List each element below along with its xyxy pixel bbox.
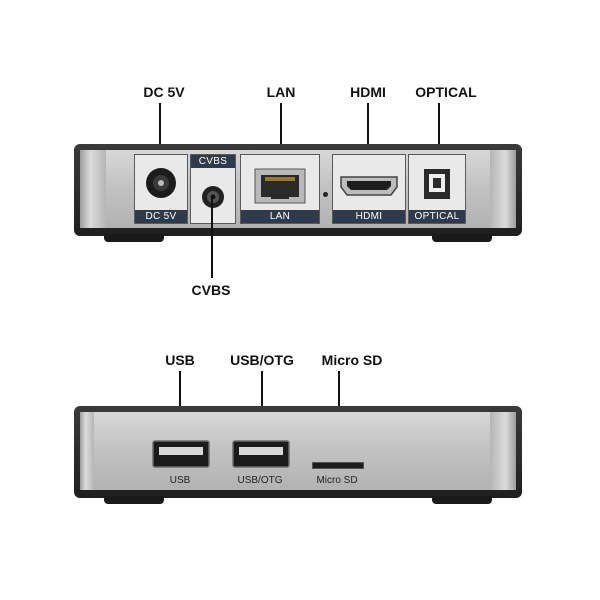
panel-end-left [80,412,94,490]
callout-usb: USB [165,352,195,368]
tag-cvbs: CVBS [191,155,235,168]
dc-port-area: DC 5V [134,154,188,224]
hdmi-port-icon [340,176,398,196]
tag-micro-sd: Micro SD [316,475,358,486]
micro-sd-slot [312,462,364,469]
callout-usb-otg: USB/OTG [230,352,294,368]
device-foot [432,234,492,242]
panel-end-left [80,150,106,228]
callout-optical: OPTICAL [415,84,477,100]
leader-cvbs [211,196,213,278]
tag-usb-otg: USB/OTG [237,475,283,486]
usb-port-icon [152,440,210,468]
callout-cvbs: CVBS [191,282,231,298]
panel-end-right [490,150,516,228]
leader-lan [280,103,282,161]
tag-usb: USB [169,475,191,486]
side-panel-face [80,412,516,490]
callout-dc-5v: DC 5V [143,84,185,100]
hdmi-port-area: HDMI [332,154,406,224]
tag-dc-5v: DC 5V [135,210,187,223]
device-foot [432,496,492,504]
dc-jack-icon [146,168,176,198]
tag-hdmi: HDMI [333,210,405,223]
rear-panel-device: DC 5V CVBS LAN HDMI [74,144,522,242]
av-jack-icon [202,186,224,208]
tag-lan: LAN [241,210,319,223]
device-foot [104,496,164,504]
ethernet-port-icon [254,168,306,204]
lan-port-area: LAN [240,154,320,224]
callout-lan: LAN [266,84,296,100]
device-foot [104,234,164,242]
indicator-dot [323,192,328,197]
optical-port-area: OPTICAL [408,154,466,224]
leader-optical [438,103,440,179]
cvbs-port-area: CVBS [190,154,236,224]
side-panel-device: USB USB/OTG Micro SD [74,406,522,504]
optical-port-icon [424,169,450,199]
panel-end-right [490,412,516,490]
leader-hdmi [367,103,369,183]
callout-hdmi: HDMI [350,84,386,100]
callout-micro-sd: Micro SD [321,352,383,368]
tag-optical: OPTICAL [409,210,465,223]
usb-otg-port-icon [232,440,290,468]
leader-dc [159,103,161,165]
